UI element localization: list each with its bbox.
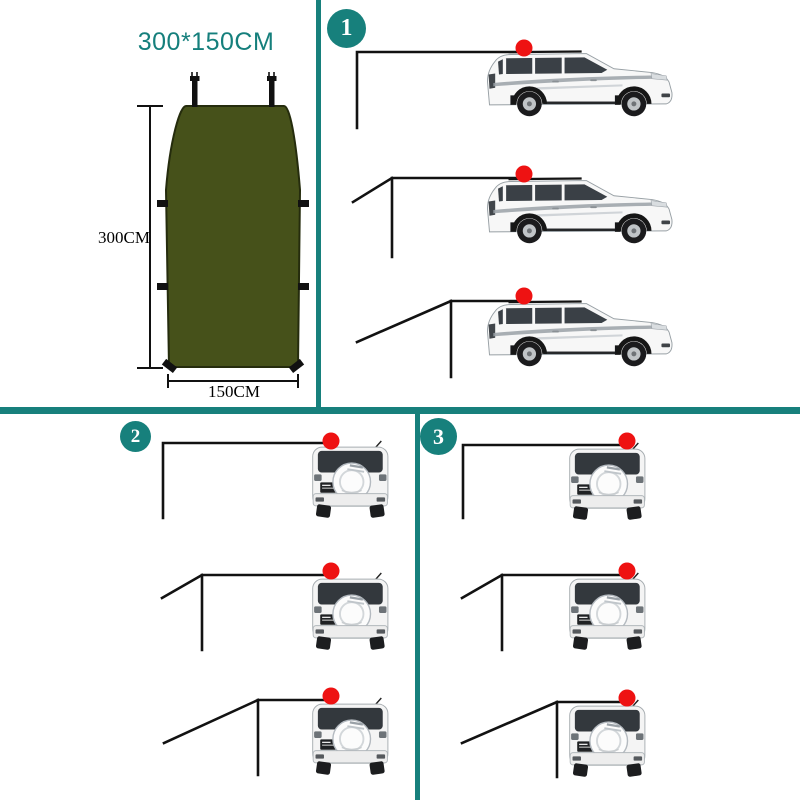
size-title: 300*150CM xyxy=(137,28,275,56)
suv-rear-view xyxy=(311,697,389,777)
awning-pole-and-canopy xyxy=(355,50,522,130)
awning-pole-and-canopy xyxy=(200,573,333,652)
tarp-side-tabs xyxy=(157,200,309,374)
section3-row1 xyxy=(461,432,646,522)
section1-row1 xyxy=(355,39,673,130)
awning-slope-to-ground xyxy=(355,299,453,344)
suv-side-view xyxy=(488,178,673,243)
section3-row2 xyxy=(460,562,646,652)
awning-slope-to-ground xyxy=(460,700,559,745)
section2-row1 xyxy=(161,432,389,520)
suv-rear-view xyxy=(568,572,646,652)
awning-pole-and-canopy xyxy=(161,441,333,520)
tarp-height-label: 300CM xyxy=(98,228,150,247)
awning-front-flap xyxy=(351,176,394,204)
divider-vertical-top xyxy=(316,0,321,409)
roof-attachment-dot xyxy=(515,165,533,183)
section-1-badge: 1 xyxy=(327,9,366,48)
tarp-hanger-left xyxy=(190,72,200,107)
roof-attachment-dot xyxy=(618,562,636,580)
section1-row3 xyxy=(355,287,673,379)
awning-front-flap xyxy=(160,573,204,600)
roof-attachment-dot xyxy=(322,687,340,705)
divider-vertical-bottom xyxy=(415,414,420,800)
awning-front-flap xyxy=(460,573,504,600)
divider-horizontal xyxy=(0,407,800,414)
roof-attachment-dot xyxy=(515,39,533,57)
suv-rear-view xyxy=(568,699,646,779)
tarp-hanger-right xyxy=(267,72,277,107)
section2-row2 xyxy=(160,562,389,652)
suv-rear-view xyxy=(311,572,389,652)
suv-side-view xyxy=(488,51,673,116)
tarp-width-label: 150CM xyxy=(208,382,260,401)
width-dimension-line xyxy=(167,374,299,388)
suv-rear-view xyxy=(311,440,389,520)
section-2-badge: 2 xyxy=(120,421,151,452)
section3-row3 xyxy=(460,689,646,779)
suv-rear-view xyxy=(568,442,646,522)
awning-pole-and-canopy xyxy=(461,443,629,520)
tarp-shape xyxy=(164,105,302,368)
suv-side-view xyxy=(488,301,673,366)
section1-row2 xyxy=(351,165,673,259)
tarp-diagram xyxy=(137,72,309,388)
section-3-badge: 3 xyxy=(420,418,457,455)
awning-slope-to-ground xyxy=(162,698,260,745)
roof-attachment-dot xyxy=(618,432,636,450)
roof-attachment-dot xyxy=(322,432,340,450)
roof-attachment-dot xyxy=(322,562,340,580)
roof-attachment-dot xyxy=(618,689,636,707)
roof-attachment-dot xyxy=(515,287,533,305)
height-dimension-line xyxy=(137,105,163,369)
section2-row3 xyxy=(162,687,389,777)
